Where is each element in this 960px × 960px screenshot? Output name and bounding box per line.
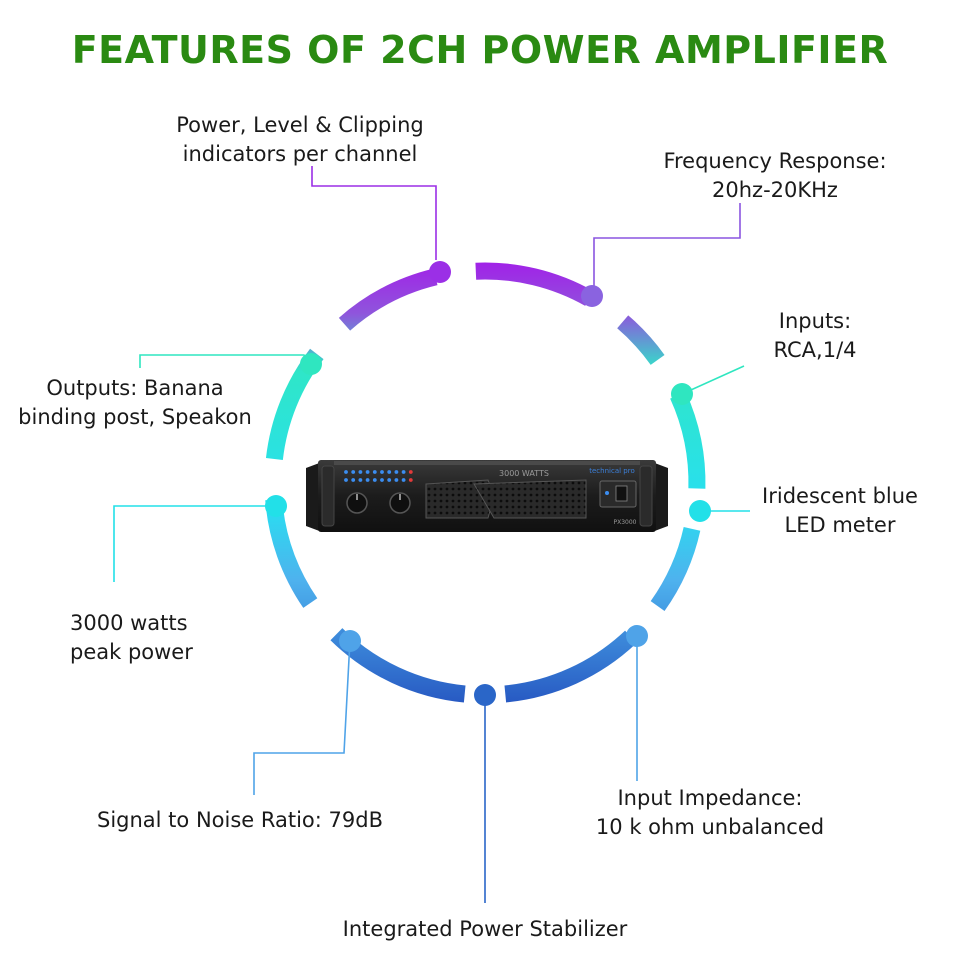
feature-peak-line2: peak power bbox=[70, 640, 193, 664]
feature-peak: 3000 watts peak power bbox=[70, 609, 250, 667]
dot-impedance bbox=[626, 625, 648, 647]
feature-snr-line1: Signal to Noise Ratio: 79dB bbox=[97, 808, 383, 832]
connector-outputs bbox=[139, 354, 312, 368]
led-dot bbox=[351, 470, 356, 474]
led-dot bbox=[358, 478, 363, 482]
led-dot bbox=[351, 478, 356, 482]
led-dot bbox=[394, 478, 399, 482]
led-dot bbox=[387, 478, 392, 482]
feature-frequency: Frequency Response: 20hz-20KHz bbox=[635, 147, 915, 205]
feature-led-line2: LED meter bbox=[784, 513, 896, 537]
power-switch bbox=[615, 485, 628, 502]
feature-indicators: Power, Level & Clipping indicators per c… bbox=[140, 111, 460, 169]
dot-led bbox=[689, 500, 711, 522]
feature-outputs-line2: binding post, Speakon bbox=[18, 405, 252, 429]
feature-inputs-line2: RCA,1/4 bbox=[773, 338, 857, 362]
knob-left bbox=[346, 492, 368, 514]
connector-indicators bbox=[311, 166, 437, 260]
feature-frequency-line2: 20hz-20KHz bbox=[712, 178, 838, 202]
amplifier-image: 3000 WATTS technical pro PX3000 bbox=[306, 460, 668, 532]
ring-segment bbox=[338, 268, 438, 331]
connector-snr bbox=[253, 639, 351, 795]
led-dot bbox=[358, 470, 363, 474]
led-dot bbox=[372, 478, 377, 482]
connector-peak bbox=[113, 505, 276, 582]
led-dot bbox=[372, 470, 377, 474]
brand-logo-icon: technical pro bbox=[589, 467, 634, 475]
feature-impedance-line1: Input Impedance: bbox=[617, 786, 803, 810]
page-title: FEATURES OF 2CH POWER AMPLIFIER bbox=[71, 28, 889, 72]
feature-peak-line1: 3000 watts bbox=[70, 611, 188, 635]
feature-indicators-line2: indicators per channel bbox=[182, 142, 418, 166]
feature-led-line1: Iridescent blue bbox=[762, 484, 918, 508]
dot-outputs bbox=[300, 353, 322, 375]
led-dot bbox=[401, 470, 406, 474]
dot-stabilizer bbox=[474, 684, 496, 706]
feature-indicators-line1: Power, Level & Clipping bbox=[176, 113, 424, 137]
feature-outputs-line1: Outputs: Banana bbox=[46, 376, 224, 400]
power-led bbox=[605, 491, 609, 495]
feature-impedance-line2: 10 k ohm unbalanced bbox=[595, 815, 825, 839]
feature-outputs: Outputs: Banana binding post, Speakon bbox=[4, 374, 266, 432]
led-dot bbox=[380, 478, 384, 482]
feature-frequency-line1: Frequency Response: bbox=[663, 149, 887, 173]
dot-frequency bbox=[581, 285, 603, 307]
ring-segment bbox=[504, 630, 637, 703]
ring-segment bbox=[617, 315, 665, 365]
feature-dots bbox=[265, 261, 711, 706]
connector-lines bbox=[113, 166, 750, 903]
feature-snr: Signal to Noise Ratio: 79dB bbox=[70, 806, 410, 835]
ring-segment bbox=[670, 391, 706, 489]
model-label: PX3000 bbox=[614, 519, 637, 526]
feature-inputs-line1: Inputs: bbox=[778, 309, 852, 333]
led-dot bbox=[380, 470, 384, 474]
knob-right bbox=[389, 492, 411, 514]
ring-segment bbox=[475, 262, 594, 306]
led-dot bbox=[365, 478, 370, 482]
connector-frequency bbox=[593, 203, 741, 286]
led-dot bbox=[365, 470, 370, 474]
led-dot bbox=[344, 478, 348, 482]
led-dot bbox=[408, 470, 413, 474]
feature-impedance: Input Impedance: 10 k ohm unbalanced bbox=[575, 784, 845, 842]
feature-stabilizer: Integrated Power Stabilizer bbox=[318, 915, 652, 944]
dot-snr bbox=[339, 630, 361, 652]
led-dot bbox=[408, 478, 413, 482]
led-meter bbox=[344, 470, 413, 482]
connector-inputs bbox=[681, 365, 745, 395]
led-dot bbox=[401, 478, 406, 482]
dot-indicators bbox=[429, 261, 451, 283]
led-dot bbox=[387, 470, 392, 474]
dot-inputs bbox=[671, 383, 693, 405]
ring-segment bbox=[650, 526, 701, 612]
feature-led: Iridescent blue LED meter bbox=[740, 482, 940, 540]
feature-stabilizer-line1: Integrated Power Stabilizer bbox=[342, 917, 628, 941]
dot-peak bbox=[265, 495, 287, 517]
led-dot bbox=[394, 470, 399, 474]
led-dot bbox=[344, 470, 348, 474]
panel-label: 3000 WATTS bbox=[499, 469, 549, 478]
feature-inputs: Inputs: RCA,1/4 bbox=[735, 307, 895, 365]
